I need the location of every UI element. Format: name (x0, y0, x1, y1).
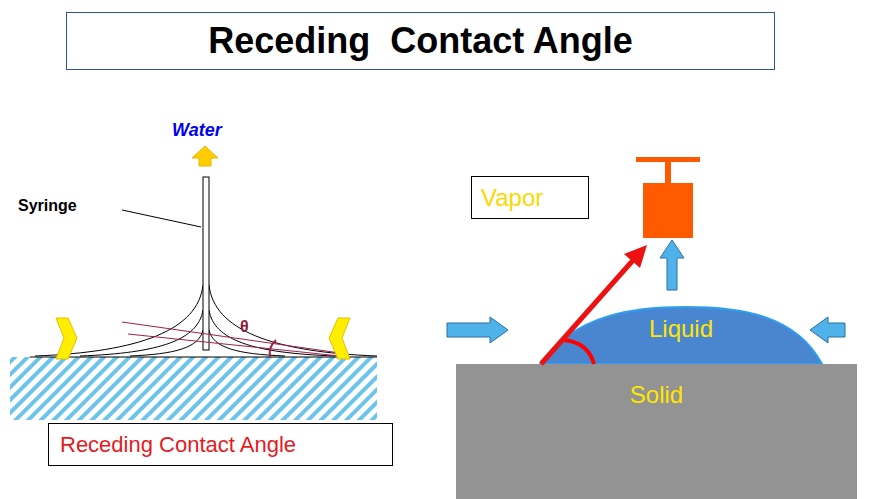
label-box: Vapor (471, 176, 589, 219)
push-arrow (329, 318, 350, 359)
caption-box: Receding Contact Angle (48, 423, 393, 466)
push-arrow (56, 318, 77, 359)
node-text: Vapor (481, 184, 543, 212)
liquid-drop: Liquid (536, 305, 826, 365)
title: Receding Contact Angle (208, 20, 633, 62)
part-label: Syringe (18, 197, 77, 215)
substrate (10, 357, 377, 420)
up-arrow (192, 146, 218, 166)
node-text: Liquid (649, 315, 713, 343)
syringe-body (643, 183, 693, 238)
side-arrow (447, 317, 508, 343)
syringe-needle (203, 177, 209, 350)
solid-block: Solid (456, 364, 857, 499)
flow-label: Water (172, 121, 222, 141)
node-text: Solid (630, 381, 683, 409)
up-arrow (660, 240, 684, 290)
title-box: Receding Contact Angle (66, 12, 775, 70)
node-text: Receding Contact Angle (60, 432, 296, 458)
plunger (636, 157, 700, 162)
angle-symbol: θ (240, 318, 249, 336)
side-arrow (810, 317, 845, 343)
